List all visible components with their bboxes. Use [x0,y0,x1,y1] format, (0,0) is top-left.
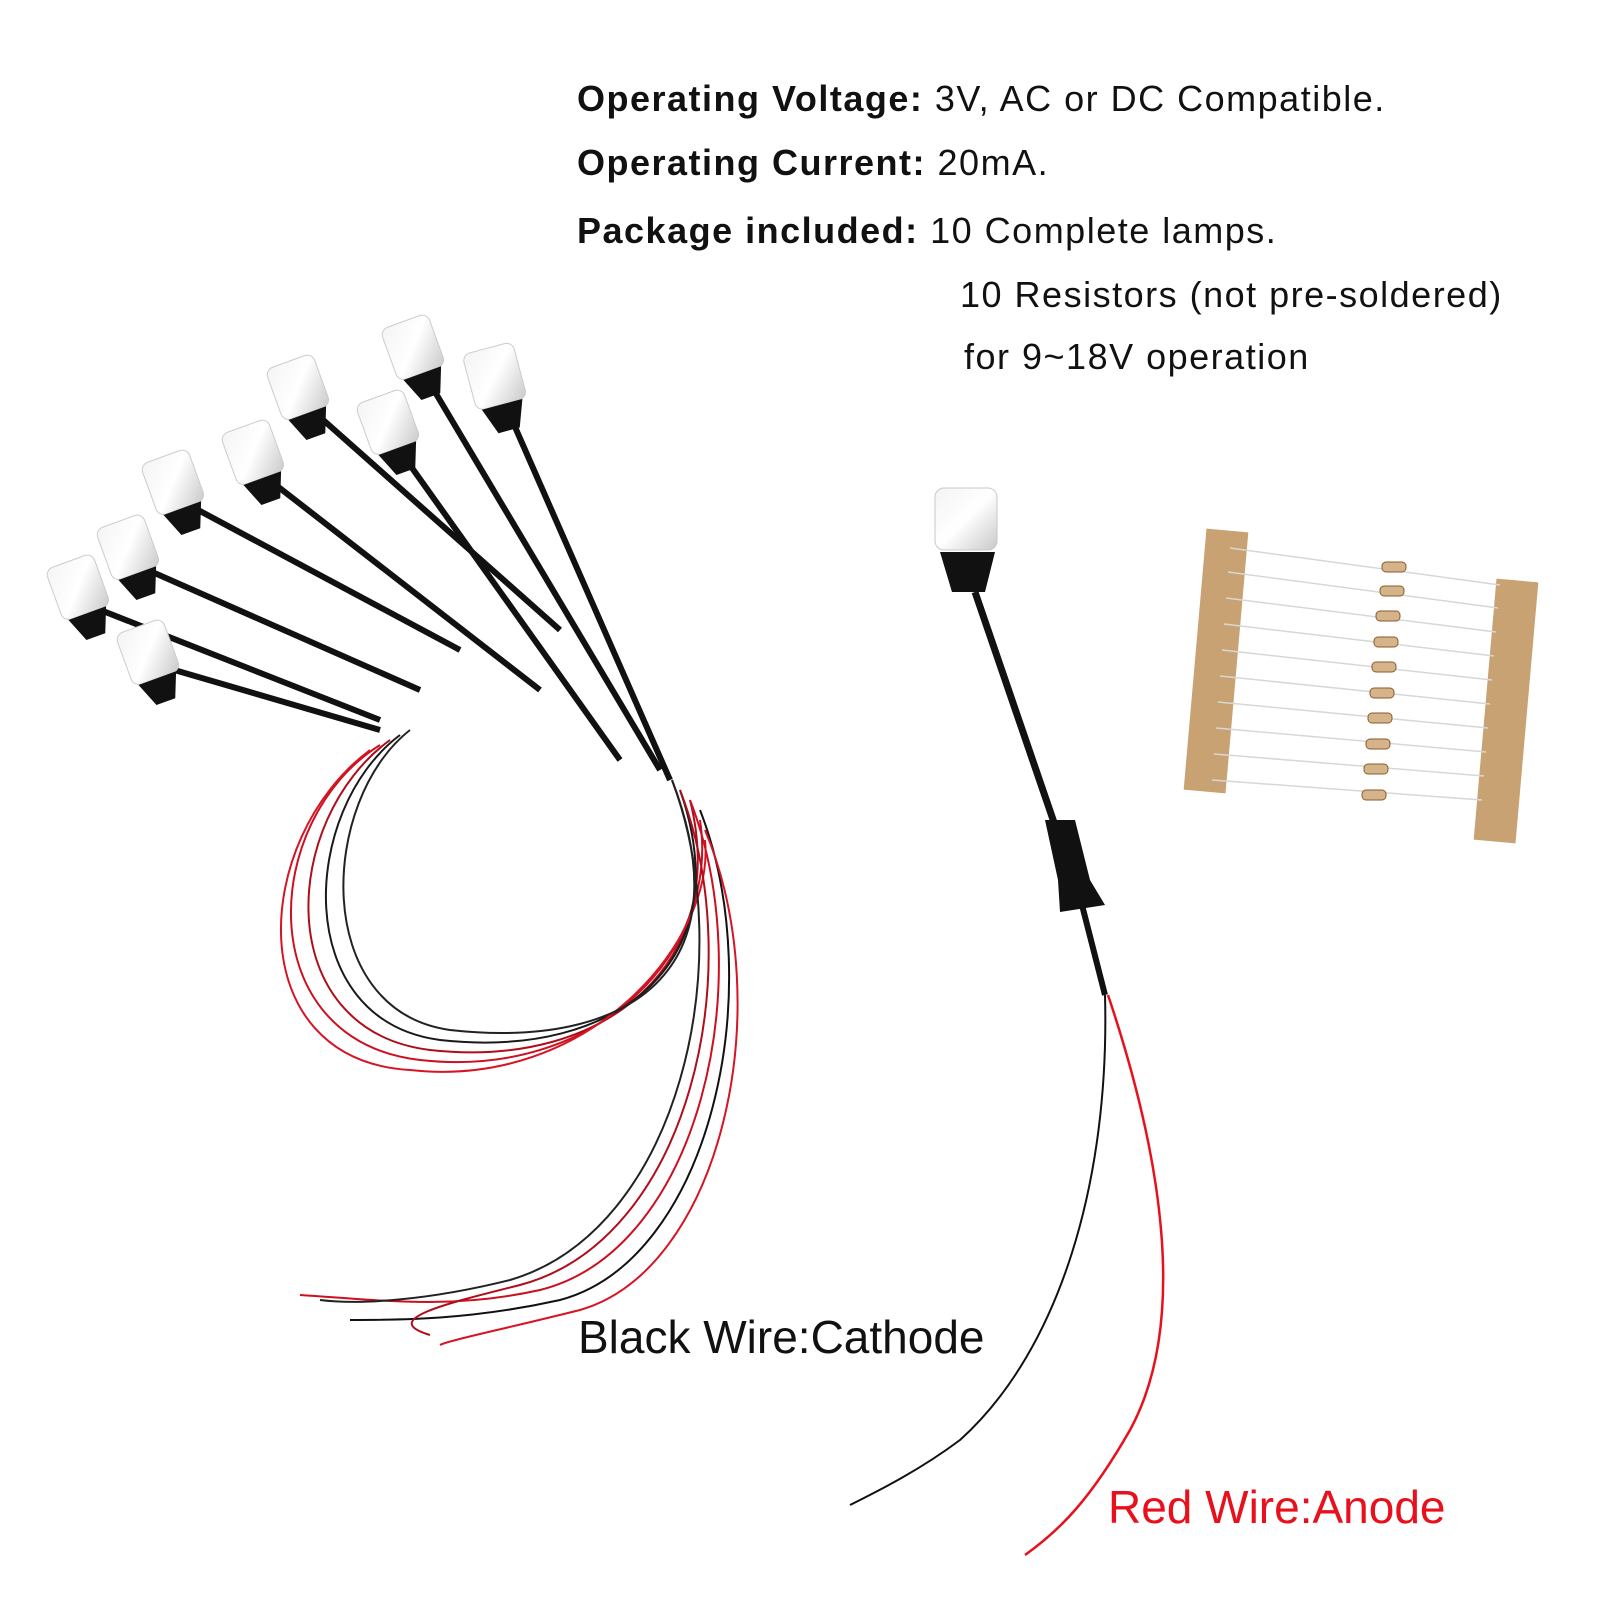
spec-voltage-key: Operating Voltage: [577,78,924,119]
spec-current: Operating Current: 20mA. [577,142,1049,184]
wire-bundle [280,729,739,1346]
spec-package-key: Package included: [577,210,919,251]
spec-voltage-value: 3V, AC or DC Compatible. [934,78,1386,119]
red-wire-label: Red Wire:Anode [1108,1481,1446,1533]
lamp-group [73,348,673,782]
spec-voltage: Operating Voltage: 3V, AC or DC Compatib… [577,78,1386,120]
lamp-heads [46,314,526,706]
resistor-strip [1183,528,1539,844]
spec-package-line-2: 10 Resistors (not pre-soldered) [960,274,1503,315]
spec-package-line-3: for 9~18V operation [964,336,1310,377]
spec-package: Package included: 10 Complete lamps. [577,210,1277,252]
single-lamp [849,487,1165,1557]
black-wire-label: Black Wire:Cathode [578,1311,985,1363]
spec-package-line-1: 10 Complete lamps. [930,210,1278,251]
spec-current-key: Operating Current: [577,142,927,183]
spec-current-value: 20mA. [937,142,1050,183]
